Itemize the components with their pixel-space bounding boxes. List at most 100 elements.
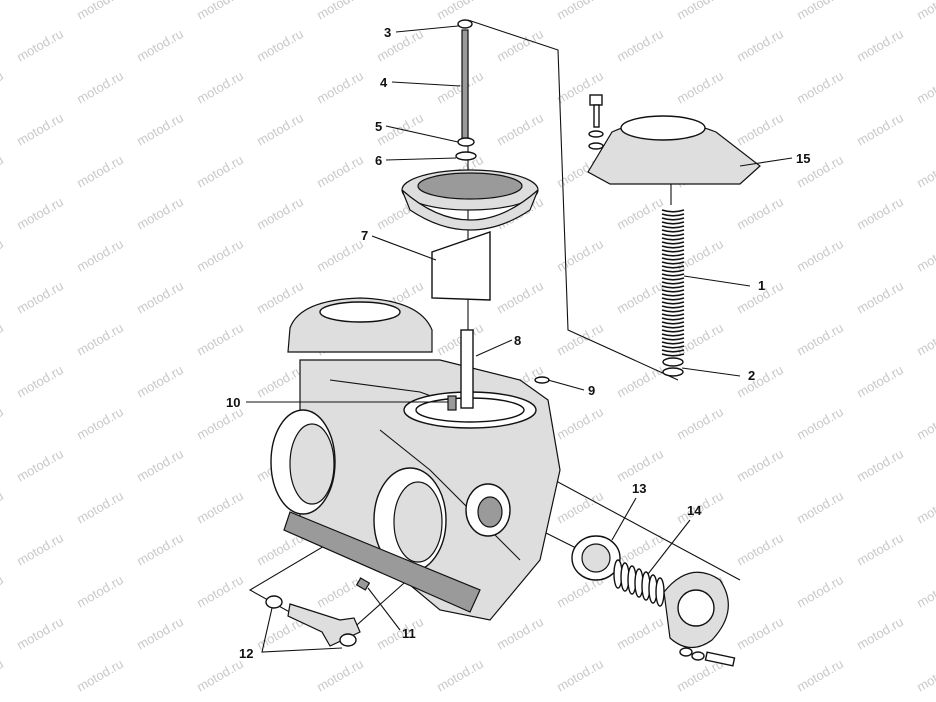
rear-intake-throat [289,423,335,505]
callout-label-6: 6 [375,153,382,168]
watermark-text: motod.ru [0,152,6,191]
needle-rod [461,29,469,141]
callout-label-3: 3 [384,25,391,40]
watermark-text: motod.ru [434,656,486,695]
watermark-text: motod.ru [854,110,906,149]
callout-label-10: 10 [226,395,240,410]
watermark-text: motod.ru [434,320,486,359]
watermark-text: motod.ru [314,0,366,23]
watermark-text: motod.ru [734,614,786,653]
watermark-text: motod.ru [254,110,306,149]
watermark-text: motod.ru [374,698,426,702]
watermark-text: motod.ru [614,362,666,401]
watermark-text: motod.ru [854,530,906,569]
watermark-text: motod.ru [914,656,936,695]
spring-coils [661,209,685,357]
callout-label-12: 12 [239,646,253,661]
watermark-text: motod.ru [74,404,126,443]
callout-leader-4 [391,81,461,87]
watermark-text: motod.ru [614,194,666,233]
watermark-text: motod.ru [0,404,6,443]
fitting-o-ring [265,595,283,609]
watermark-text: motod.ru [554,404,606,443]
watermark-text: motod.ru [74,0,126,23]
callout-leader-7 [371,235,437,261]
cover-gasket-inner [581,543,611,573]
watermark-text: motod.ru [74,152,126,191]
callout-leader-5 [385,125,459,143]
cover-screw-washer [679,647,693,657]
watermark-text: motod.ru [194,236,246,275]
watermark-text: motod.ru [254,194,306,233]
watermark-text: motod.ru [554,236,606,275]
watermark-text: motod.ru [734,362,786,401]
watermark-text: motod.ru [914,152,936,191]
watermark-text: motod.ru [0,572,6,611]
watermark-text: motod.ru [0,236,6,275]
watermark-text: motod.ru [794,656,846,695]
watermark-text: motod.ru [674,68,726,107]
watermark-text: motod.ru [854,614,906,653]
watermark-text: motod.ru [314,68,366,107]
watermark-text: motod.ru [614,446,666,485]
watermark-text: motod.ru [494,614,546,653]
watermark-text: motod.ru [0,656,6,695]
watermark-text: motod.ru [74,236,126,275]
callout-label-8: 8 [514,333,521,348]
cap-top-face [620,115,706,141]
diaphragm-piston [401,169,539,301]
callout-label-13: 13 [632,481,646,496]
watermark-text: motod.ru [194,488,246,527]
callout-leader-14 [647,519,691,575]
watermark-text: motod.ru [614,698,666,702]
watermark-text: motod.ru [134,194,186,233]
watermark-text: motod.ru [494,698,546,702]
fuel-fitting-assembly [265,595,361,647]
watermark-text: motod.ru [614,278,666,317]
chamber-cap [587,94,761,205]
watermark-text: motod.ru [314,656,366,695]
top-nut [457,19,473,29]
diaphragm-body [401,189,539,231]
watermark-text: motod.ru [194,572,246,611]
callout-label-14: 14 [687,503,702,518]
watermark-text: motod.ru [794,572,846,611]
watermark-text: motod.ru [494,110,546,149]
watermark-text: motod.ru [314,152,366,191]
callout-leader-13 [611,497,637,541]
watermark-text: motod.ru [554,320,606,359]
watermark-text: motod.ru [734,446,786,485]
callout-label-7: 7 [361,228,368,243]
callout-label-11: 11 [402,626,416,641]
side-cover-assembly [571,535,736,667]
watermark-text: motod.ru [854,278,906,317]
watermark-text: motod.ru [14,530,66,569]
watermark-text: motod.ru [794,488,846,527]
watermark-text: motod.ru [134,530,186,569]
watermark-text: motod.ru [614,614,666,653]
watermark-text: motod.ru [74,572,126,611]
callout-leader-12 [261,607,343,653]
watermark-text: motod.ru [74,488,126,527]
watermark-text: motod.ru [914,236,936,275]
watermark-text: motod.ru [254,26,306,65]
watermark-text: motod.ru [914,488,936,527]
watermark-text: motod.ru [74,656,126,695]
watermark-text: motod.ru [194,0,246,23]
watermark-text: motod.ru [14,698,66,702]
watermark-text: motod.ru [194,656,246,695]
watermark-text: motod.ru [14,26,66,65]
watermark-text: motod.ru [0,68,6,107]
callout-leader-2 [681,367,741,377]
watermark-text: motod.ru [314,572,366,611]
watermark-text: motod.ru [914,68,936,107]
watermark-text: motod.ru [134,614,186,653]
cap-screw-washer [588,130,604,138]
spring-seat-ring [662,357,684,367]
watermark-text: motod.ru [434,0,486,23]
callout-label-1: 1 [758,278,765,293]
base-rail [283,511,481,613]
watermark-text: motod.ru [914,572,936,611]
watermark-text: motod.ru [794,320,846,359]
